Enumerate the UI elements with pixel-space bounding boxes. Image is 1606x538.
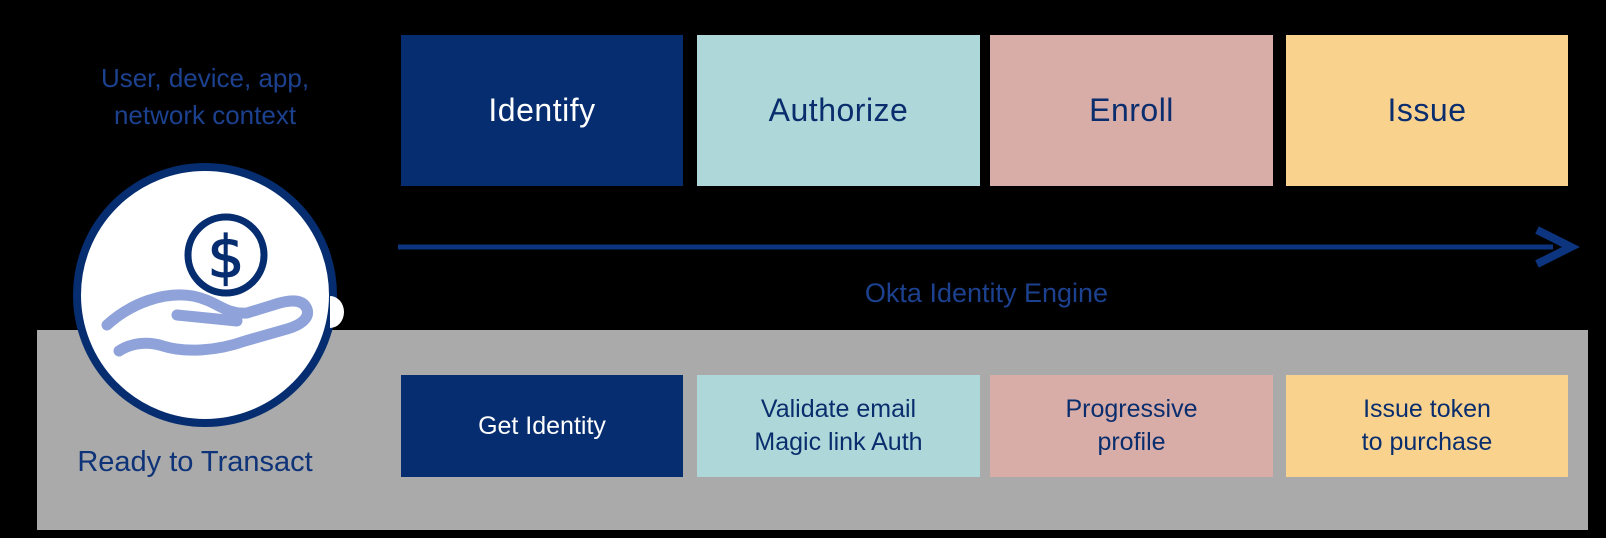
action-box-validate-email: Validate email Magic link Auth xyxy=(697,375,980,477)
stage-box-issue: Issue xyxy=(1286,35,1568,186)
action-box-issue-token: Issue token to purchase xyxy=(1286,375,1568,477)
action-line: Get Identity xyxy=(478,411,606,440)
transact-icon-circle: $ xyxy=(73,163,337,427)
context-label: User, device, app, network context xyxy=(40,60,370,134)
stage-box-identify: Identify xyxy=(401,35,683,186)
stage-box-enroll: Enroll xyxy=(990,35,1273,186)
hand-holding-dollar-icon: $ xyxy=(101,213,314,357)
engine-label: Okta Identity Engine xyxy=(864,278,1109,308)
action-line: Progressive xyxy=(1065,395,1198,423)
action-line: Magic link Auth xyxy=(754,428,923,456)
dollar-coin-icon xyxy=(184,213,268,297)
action-box-get-identity: Get Identity xyxy=(401,375,683,477)
action-line: to purchase xyxy=(1361,428,1493,456)
flow-arrow xyxy=(398,226,1580,268)
hand-thumb-line xyxy=(171,309,243,327)
action-line: Issue token xyxy=(1363,395,1491,423)
context-label-line2: network context xyxy=(113,100,297,130)
action-line: Validate email xyxy=(760,395,917,423)
arrowhead-chevron-icon xyxy=(1535,226,1580,268)
action-line: profile xyxy=(1097,428,1166,456)
context-label-line1: User, device, app, xyxy=(100,63,310,93)
stage-label: Issue xyxy=(1387,92,1467,128)
dollar-sign-glyph: $ xyxy=(208,223,245,291)
stage-box-authorize: Authorize xyxy=(697,35,980,186)
stage-label: Authorize xyxy=(768,92,909,128)
ready-to-transact-label: Ready to Transact xyxy=(77,446,313,478)
stage-label: Identify xyxy=(488,92,596,128)
circle-edge-detail xyxy=(330,296,344,328)
hand-icon xyxy=(101,289,314,357)
stage-label: Enroll xyxy=(1089,92,1174,128)
action-box-progressive-profile: Progressive profile xyxy=(990,375,1273,477)
